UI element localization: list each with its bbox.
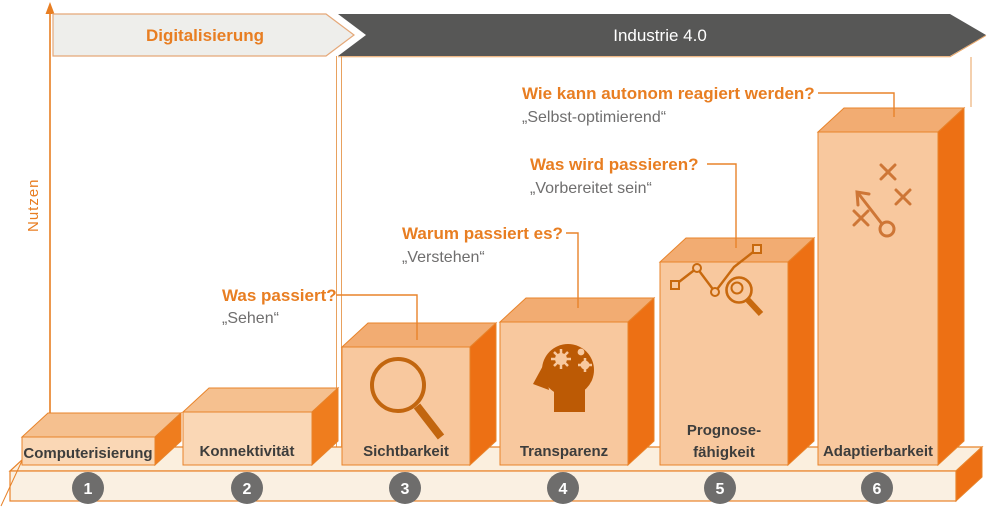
banner-industrie40: Industrie 4.0 <box>338 14 987 58</box>
industrie40-arrow-shape <box>338 14 986 56</box>
question-transparenz: Warum passiert es? <box>402 224 563 243</box>
block5-label-line1: Prognose- <box>687 422 761 439</box>
block-sichtbarkeit: Sichtbarkeit <box>340 321 498 467</box>
annotation-prognosefaehigkeit: Was wird passieren? „Vorbereitet sein“ <box>530 155 737 248</box>
block2-label: Konnektivität <box>199 443 294 460</box>
connector-transparenz <box>566 232 579 308</box>
stage-number-3: 3 <box>401 481 410 498</box>
block4-label: Transparenz <box>520 443 608 460</box>
chart-magnifier-icon <box>670 244 764 317</box>
stage-number-1: 1 <box>84 481 93 498</box>
stage-number-4: 4 <box>559 481 568 498</box>
block6-front-face <box>817 131 939 466</box>
block1-label: Computerisierung <box>23 445 152 462</box>
block6-label: Adaptierbarkeit <box>823 443 933 460</box>
annotation-sichtbarkeit: Was passiert? „Sehen“ <box>222 286 418 340</box>
question-adaptierbarkeit: Wie kann autonom reagiert werden? <box>522 84 815 103</box>
stage-badge-6: 6 <box>861 472 893 504</box>
block6-side-face <box>937 106 965 467</box>
question-prognosefaehigkeit: Was wird passieren? <box>530 155 698 174</box>
annotation-adaptierbarkeit: Wie kann autonom reagiert werden? „Selbs… <box>522 84 895 126</box>
connector-sichtbarkeit <box>336 294 418 340</box>
digitalisierung-label: Digitalisierung <box>146 26 264 45</box>
block1-top-face <box>20 412 183 438</box>
block2-front-face <box>182 411 313 466</box>
stage-badge-5: 5 <box>704 472 736 504</box>
y-axis-label: Nutzen <box>25 178 42 232</box>
answer-transparenz: „Verstehen“ <box>402 249 485 266</box>
industrie40-arrow-underline <box>338 35 987 58</box>
block1-front-face <box>21 436 156 466</box>
answer-adaptierbarkeit: „Selbst-optimierend“ <box>522 109 666 126</box>
magnifier-icon <box>370 357 445 440</box>
stage-badge-2: 2 <box>231 472 263 504</box>
block-adaptierbarkeit: Adaptierbarkeit <box>816 106 966 467</box>
digitalisierung-arrow-shape <box>52 13 355 57</box>
stage-badge-1: 1 <box>72 472 104 504</box>
block2-top-face <box>181 387 340 413</box>
stage-badge-3: 3 <box>389 472 421 504</box>
block-transparenz: Transparenz <box>498 296 656 467</box>
y-axis-arrowhead-icon <box>45 2 55 14</box>
strategy-icon <box>852 163 912 238</box>
block5-front-face <box>659 261 789 466</box>
stage-number-2: 2 <box>243 481 252 498</box>
block3-side-face <box>469 321 497 467</box>
block3-label: Sichtbarkeit <box>363 443 449 460</box>
answer-sichtbarkeit: „Sehen“ <box>222 310 279 327</box>
block3-front-face <box>341 346 471 466</box>
platform-right-face <box>955 445 983 503</box>
connector-adaptierbarkeit <box>818 92 895 117</box>
block5-side-face <box>787 236 815 467</box>
answer-prognosefaehigkeit: „Vorbereitet sein“ <box>530 180 652 197</box>
y-axis: Nutzen <box>25 2 55 470</box>
banner-digitalisierung: Digitalisierung <box>52 13 355 57</box>
stage-number-5: 5 <box>716 481 725 498</box>
block-computerisierung: Computerisierung <box>20 411 183 467</box>
block-prognosefaehigkeit: Prognose- fähigkeit <box>658 236 816 467</box>
industrie40-label: Industrie 4.0 <box>613 26 707 45</box>
block5-label-line2: fähigkeit <box>693 444 755 461</box>
stage-number-6: 6 <box>873 481 882 498</box>
connector-prognosefaehigkeit <box>707 163 737 248</box>
platform-front-face <box>9 470 957 502</box>
block5-top-face <box>658 237 816 263</box>
block-konnektivitaet: Konnektivität <box>181 386 340 467</box>
stage-badge-4: 4 <box>547 472 579 504</box>
question-sichtbarkeit: Was passiert? <box>222 286 337 305</box>
block4-top-face <box>498 297 656 323</box>
block4-side-face <box>627 296 655 467</box>
annotation-transparenz: Warum passiert es? „Verstehen“ <box>402 224 579 308</box>
head-gears-icon <box>533 344 594 412</box>
stage-number-badges: 1 2 3 4 5 6 <box>72 472 893 504</box>
block3-top-face <box>340 322 498 348</box>
